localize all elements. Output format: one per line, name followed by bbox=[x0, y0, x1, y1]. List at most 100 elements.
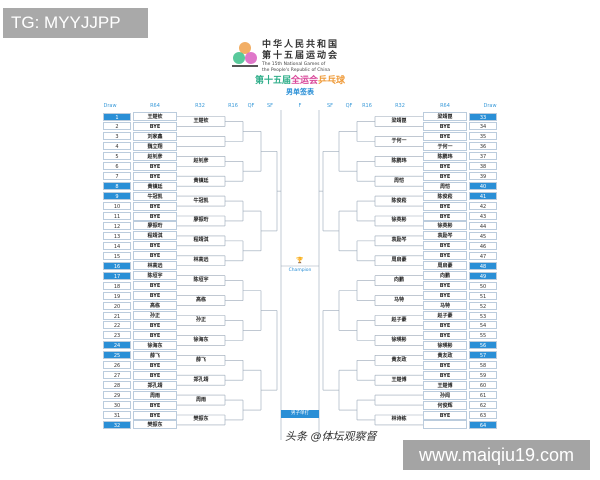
r32-player[interactable]: 赵子豪 bbox=[391, 316, 407, 323]
r64-player[interactable]: 黄镇廷 bbox=[133, 181, 177, 191]
r64-player[interactable]: 程靖淇 bbox=[133, 231, 177, 241]
r64-player[interactable]: BYE bbox=[133, 251, 177, 261]
r64-player[interactable]: BYE bbox=[423, 370, 467, 380]
r64-player[interactable]: BYE bbox=[133, 291, 177, 301]
r32-player[interactable]: 黄友政 bbox=[391, 356, 407, 363]
r64-player[interactable] bbox=[423, 420, 467, 430]
r32-player[interactable]: 孙正 bbox=[195, 316, 206, 323]
r64-player[interactable]: BYE bbox=[423, 211, 467, 221]
r32-player[interactable]: 樊振东 bbox=[193, 416, 209, 423]
r32-player[interactable]: 牛冠凯 bbox=[193, 197, 209, 204]
r64-player[interactable]: BYE bbox=[133, 121, 177, 131]
r64-player[interactable]: 孙闻 bbox=[423, 390, 467, 400]
r64-player[interactable]: 牛冠凯 bbox=[133, 191, 177, 201]
r32-player[interactable]: 林诗栋 bbox=[391, 416, 407, 423]
r32-player[interactable]: 赵钊彦 bbox=[193, 157, 209, 164]
r64-player[interactable]: BYE bbox=[423, 161, 467, 171]
r64-player[interactable]: 王楚博 bbox=[423, 380, 467, 390]
r64-player[interactable]: BYE bbox=[133, 211, 177, 221]
title-en-line1: The 15th National Games of bbox=[262, 62, 326, 67]
r64-player[interactable]: 赵钊彦 bbox=[133, 151, 177, 161]
r64-player[interactable]: 郑孔靖 bbox=[133, 380, 177, 390]
r32-player[interactable]: 徐海东 bbox=[193, 336, 209, 343]
r64-player[interactable]: BYE bbox=[423, 291, 467, 301]
r32-player[interactable]: 徐英彬 bbox=[391, 217, 407, 224]
r64-player[interactable]: BYE bbox=[133, 201, 177, 211]
r32-player[interactable]: 徐瑛彬 bbox=[391, 336, 407, 343]
r32-player[interactable]: 高栋 bbox=[195, 297, 206, 304]
r64-player[interactable]: BYE bbox=[133, 410, 177, 420]
r32-player[interactable]: 于何一 bbox=[391, 137, 407, 144]
r64-player[interactable]: 刘家鑫 bbox=[133, 131, 177, 141]
r64-player[interactable]: 魏立翔 bbox=[133, 141, 177, 151]
r32-player[interactable]: 廖振珩 bbox=[193, 217, 209, 224]
column-header: F bbox=[298, 103, 302, 109]
r64-player[interactable]: 樊振东 bbox=[133, 420, 177, 430]
r64-player[interactable]: 周启豪 bbox=[423, 261, 467, 271]
r64-player[interactable]: BYE bbox=[423, 251, 467, 261]
r64-player[interactable]: 徐海东 bbox=[133, 340, 177, 350]
r32-player[interactable]: 林高远 bbox=[193, 257, 209, 264]
r64-player[interactable]: 周雨 bbox=[133, 390, 177, 400]
r64-player[interactable]: 赵子豪 bbox=[423, 311, 467, 320]
draw-number: 51 bbox=[469, 291, 497, 300]
r32-player[interactable]: 王楚博 bbox=[391, 376, 407, 383]
draw-number: 56 bbox=[469, 341, 497, 350]
r64-player[interactable]: 袁励岑 bbox=[423, 231, 467, 241]
r64-player[interactable]: BYE bbox=[133, 330, 177, 340]
r32-player[interactable]: 周雨 bbox=[195, 396, 206, 403]
r32-player[interactable]: 周恺 bbox=[393, 177, 404, 184]
r32-player[interactable]: 黄镇廷 bbox=[193, 177, 209, 184]
r64-player[interactable]: BYE bbox=[423, 320, 467, 330]
r64-player[interactable]: 廖振珩 bbox=[133, 221, 177, 231]
r64-player[interactable]: 徐英彬 bbox=[423, 221, 467, 231]
r32-player[interactable]: 陈垣宇 bbox=[193, 277, 209, 284]
mens-singles-button[interactable]: 男子单打 bbox=[281, 410, 319, 418]
r64-player[interactable]: BYE bbox=[133, 400, 177, 410]
r64-player[interactable]: 马特 bbox=[423, 301, 467, 311]
r32-player[interactable]: 陈鹏玮 bbox=[391, 157, 407, 164]
r32-player[interactable]: 程靖淇 bbox=[193, 237, 209, 244]
r32-player[interactable]: 陈俊菘 bbox=[391, 197, 407, 204]
r64-player[interactable]: 陈垣宇 bbox=[133, 271, 177, 281]
r64-player[interactable]: BYE bbox=[133, 241, 177, 251]
r64-player[interactable]: BYE bbox=[423, 281, 467, 291]
r64-player[interactable]: 徐瑛彬 bbox=[423, 340, 467, 350]
r64-player[interactable]: BYE bbox=[133, 370, 177, 380]
r64-player[interactable]: 林高远 bbox=[133, 261, 177, 271]
r64-player[interactable]: 陈鹏玮 bbox=[423, 151, 467, 161]
r64-player[interactable]: BYE bbox=[133, 171, 177, 181]
column-header: R16 bbox=[362, 103, 372, 109]
r32-player[interactable]: 薛飞 bbox=[195, 356, 206, 363]
r64-player[interactable]: BYE bbox=[423, 201, 467, 211]
r64-player[interactable]: 何俊辉 bbox=[423, 400, 467, 410]
r32-player[interactable]: 袁励岑 bbox=[391, 237, 407, 244]
r64-player[interactable]: BYE bbox=[133, 320, 177, 330]
r64-player[interactable]: BYE bbox=[423, 121, 467, 131]
r32-player[interactable]: 王楚钦 bbox=[193, 117, 209, 124]
r32-player[interactable]: 周启豪 bbox=[391, 257, 407, 264]
r32-player[interactable]: 马特 bbox=[393, 297, 404, 304]
r64-player[interactable]: 梁靖崑 bbox=[423, 112, 467, 121]
r64-player[interactable]: BYE bbox=[423, 360, 467, 370]
r64-player[interactable]: 黄友政 bbox=[423, 350, 467, 360]
r64-player[interactable]: BYE bbox=[423, 410, 467, 420]
r64-player[interactable]: BYE bbox=[423, 131, 467, 141]
r64-player[interactable]: BYE bbox=[133, 281, 177, 291]
r32-player[interactable]: 梁靖崑 bbox=[391, 117, 407, 124]
r64-player[interactable]: 于何一 bbox=[423, 141, 467, 151]
r64-player[interactable]: BYE bbox=[423, 330, 467, 340]
r64-player[interactable]: BYE bbox=[423, 241, 467, 251]
r64-player[interactable]: 向鹏 bbox=[423, 271, 467, 281]
r64-player[interactable]: 陈俊菘 bbox=[423, 191, 467, 201]
r64-player[interactable]: BYE bbox=[133, 161, 177, 171]
r64-player[interactable]: 高栋 bbox=[133, 301, 177, 311]
r64-player[interactable]: 孙正 bbox=[133, 311, 177, 320]
r64-player[interactable]: 周恺 bbox=[423, 181, 467, 191]
r64-player[interactable]: 薛飞 bbox=[133, 350, 177, 360]
r32-player[interactable]: 郑孔靖 bbox=[193, 376, 209, 383]
r64-player[interactable]: BYE bbox=[423, 171, 467, 181]
r32-player[interactable]: 向鹏 bbox=[393, 277, 404, 284]
r64-player[interactable]: BYE bbox=[133, 360, 177, 370]
r64-player[interactable]: 王楚钦 bbox=[133, 112, 177, 121]
